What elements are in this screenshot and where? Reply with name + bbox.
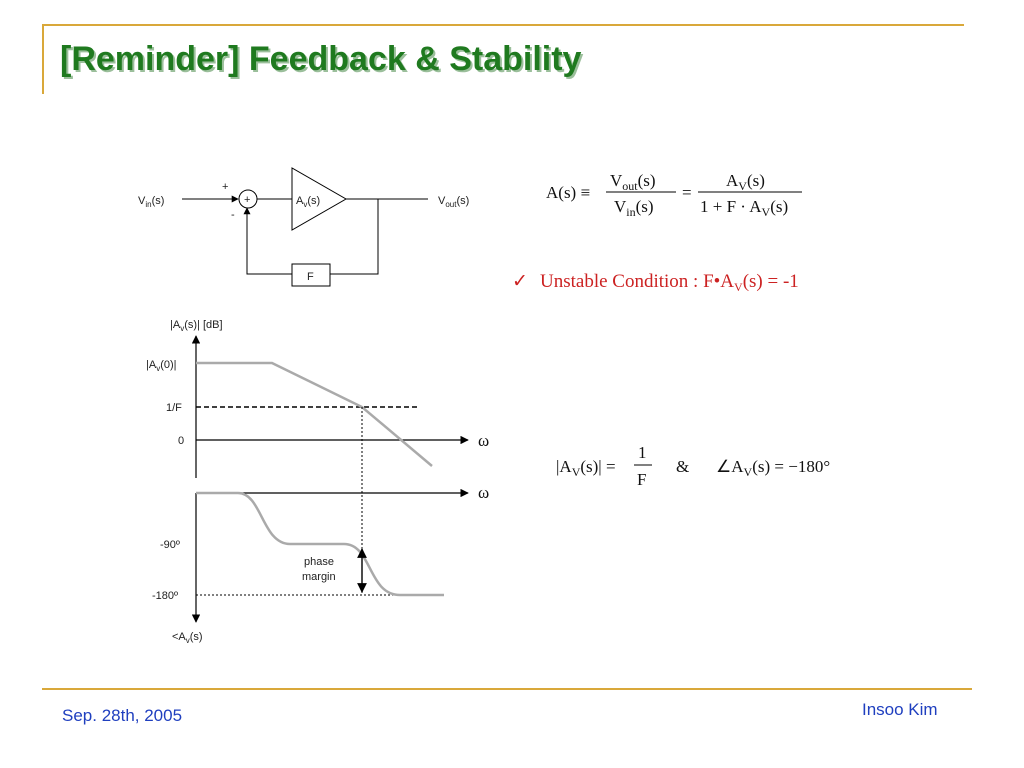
amplifier-triangle <box>291 167 348 231</box>
magnitude-tick-zero: 0 <box>178 435 184 447</box>
magnitude-tick-dc: |Av(0)| <box>146 359 177 373</box>
phase-margin-label-line2: margin <box>302 571 336 583</box>
eq-denominator-2: 1 + F · AV(s) <box>700 197 788 219</box>
minus-sign: - <box>231 209 235 221</box>
eq-lhs: A(s) ≡ <box>546 183 590 202</box>
left-accent-line <box>42 24 44 94</box>
feedback-wire-right <box>330 199 379 275</box>
phase-axis-label: <Av(s) <box>172 631 203 645</box>
eq-equals: = <box>682 183 692 202</box>
check-icon: ✓ <box>512 271 528 292</box>
eq-numerator-2: AV(s) <box>726 171 765 193</box>
phase-tick-90: -90º <box>160 539 180 551</box>
unstable-text: Unstable Condition : F•AV(s) = -1 <box>540 271 799 294</box>
amplifier-label: Av(s) <box>296 195 320 209</box>
magnitude-curve <box>196 361 433 467</box>
footer-author: Insoo Kim <box>862 700 938 719</box>
phase-margin-label-line1: phase <box>304 556 334 568</box>
magnitude-tick-inv-f: 1/F <box>166 402 182 414</box>
output-label: Vout(s) <box>438 195 469 209</box>
top-accent-line <box>42 24 964 26</box>
phase-tick-180: -180º <box>152 590 178 602</box>
block-diagram: Vin(s) + - + Av(s) Vout(s) F <box>138 167 469 287</box>
feedback-block <box>291 263 331 287</box>
ampersand: & <box>676 457 689 476</box>
footer-accent-line <box>42 688 972 690</box>
omega-label-magnitude: ω <box>478 431 489 450</box>
plus-sign: + <box>222 181 228 193</box>
phase-condition: ∠AV(s) = −180° <box>716 457 830 479</box>
stability-condition-equation: |AV(s)| = 1 F & ∠AV(s) = −180° <box>556 443 830 489</box>
unstable-condition: ✓ Unstable Condition : F•AV(s) = -1 <box>512 271 799 294</box>
magnitude-condition: |AV(s)| = <box>556 457 616 479</box>
fraction-denominator: F <box>637 470 646 489</box>
magnitude-plot: |Av(s)| [dB] ω |Av(0)| 1/F 0 <box>146 319 489 478</box>
summing-symbol: + <box>244 194 250 206</box>
eq-numerator-1: Vout(s) <box>610 171 656 193</box>
phase-curve <box>196 491 444 597</box>
feedback-wire-left <box>243 207 292 275</box>
slide-title: [Reminder] Feedback & Stability <box>60 40 582 78</box>
omega-label-phase: ω <box>478 483 489 502</box>
input-label: Vin(s) <box>138 195 164 209</box>
footer-date: Sep. 28th, 2005 <box>62 706 183 725</box>
fraction-numerator: 1 <box>638 443 647 462</box>
phase-plot: ω -90º -180º phase margin <Av(s) <box>152 407 489 645</box>
magnitude-axis-label: |Av(s)| [dB] <box>170 319 223 333</box>
closed-loop-equation: A(s) ≡ Vout(s) Vin(s) = AV(s) 1 + F · AV… <box>546 171 802 219</box>
eq-denominator-1: Vin(s) <box>614 197 654 219</box>
feedback-label: F <box>307 271 314 283</box>
